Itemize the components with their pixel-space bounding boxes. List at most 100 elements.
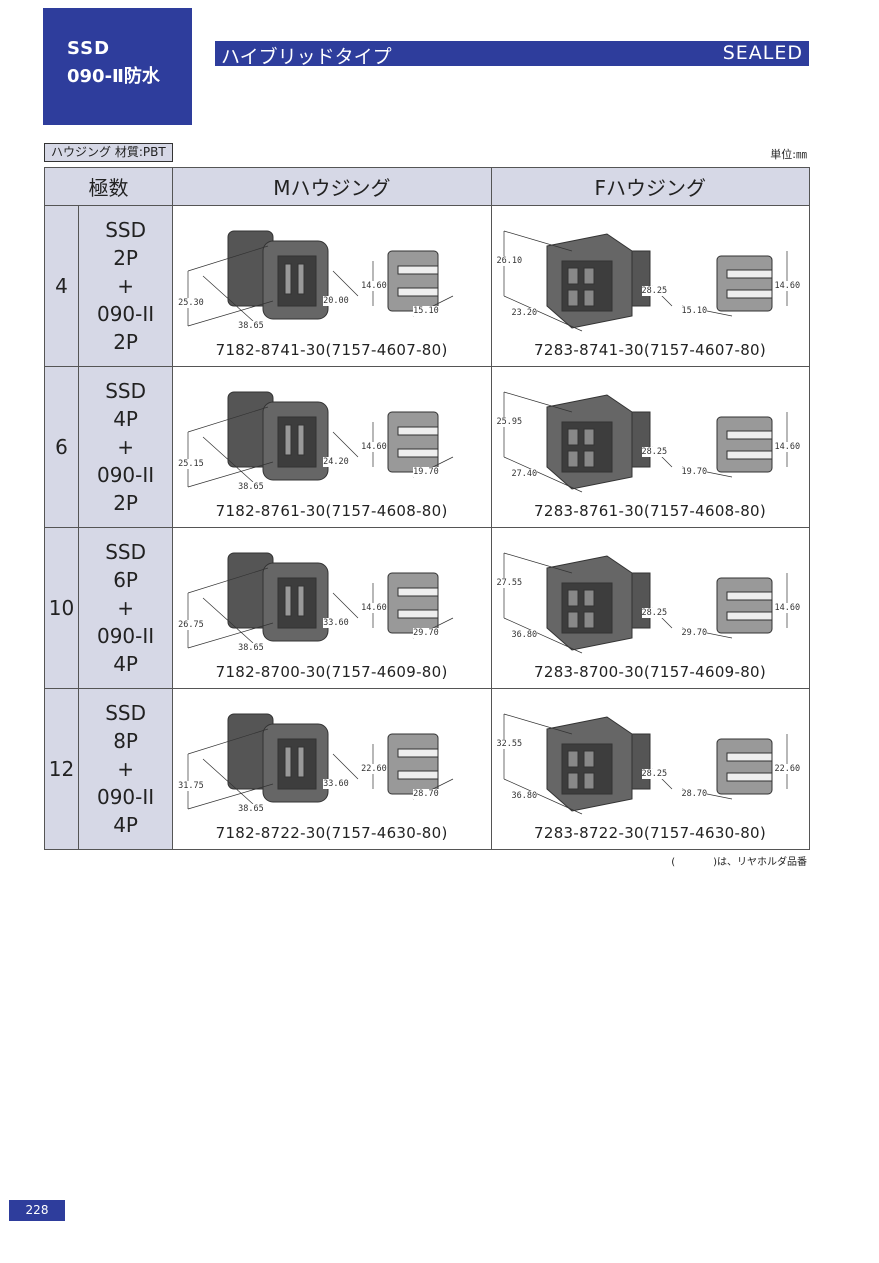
pole-count: 10 (43, 527, 80, 689)
title-bar: ハイブリッドタイプ SEALED (215, 41, 809, 68)
dimension-label: 28.25 (641, 447, 668, 457)
dimension-label: 33.60 (323, 779, 349, 789)
dimension-label: 14.60 (361, 281, 387, 291)
part-number: 7283-8741-30(7157-4607-80) (534, 341, 767, 359)
series-name-line: SSD (105, 218, 146, 242)
dimension-label: 24.20 (323, 457, 349, 467)
dimension-label: 25.95 (496, 417, 523, 427)
part-number: 7283-8761-30(7157-4608-80) (534, 502, 767, 520)
series-name-line: 8P (113, 729, 138, 753)
dimension-label: 23.20 (511, 308, 538, 318)
dimension-label: 26.75 (178, 620, 204, 630)
f-housing-cell: 27.55 36.80 28.25 29.70 14.60 7283-8700-30(71… (490, 527, 811, 689)
header-m-housing: Mハウジング (172, 167, 492, 206)
series-name: SSD 2P +090-II 2P (78, 205, 174, 367)
series-name-line: SSD (105, 379, 146, 403)
series-name-line: 2P (113, 491, 138, 515)
m-housing-cell: 31.75 38.65 33.60 22.60 28.70 7182-8722-30(71… (172, 688, 492, 850)
series-name-line: 6P (113, 568, 138, 592)
dimension-label: 19.70 (413, 467, 439, 477)
dimension-label: 38.65 (238, 321, 264, 331)
series-badge: SSD 090-Ⅱ防水 (43, 8, 192, 125)
badge-line2: 090-Ⅱ防水 (67, 66, 160, 87)
series-name-line: 4P (113, 813, 138, 837)
pole-count: 6 (43, 366, 80, 528)
series-name-line: 090-II (96, 785, 155, 809)
footnote-paren: ( (671, 857, 676, 868)
dimension-label: 33.60 (323, 618, 349, 628)
material-label: ハウジング 材質:PBT (44, 143, 173, 162)
dimension-label: 31.75 (178, 781, 204, 791)
dimension-label: 28.70 (413, 789, 439, 799)
pole-count: 4 (43, 205, 80, 367)
header-f-housing: Fハウジング (490, 167, 811, 206)
m-housing-drawing (187, 713, 454, 810)
part-number: 7283-8700-30(7157-4609-80) (534, 663, 767, 681)
footnote: ()は、リヤホルダ品番 (671, 853, 807, 868)
series-name-line: 090-II (96, 302, 155, 326)
dimension-label: 14.60 (774, 442, 801, 452)
dimension-label: 38.65 (238, 804, 264, 814)
part-number: 7182-8700-30(7157-4609-80) (215, 663, 448, 681)
series-name-line: + (117, 435, 134, 459)
f-housing-drawing (503, 713, 787, 815)
m-housing-drawing (187, 230, 454, 327)
dimension-label: 22.60 (361, 764, 387, 774)
dimension-label: 15.10 (413, 306, 439, 316)
dimension-label: 26.10 (496, 256, 523, 266)
dimension-label: 36.80 (511, 791, 538, 801)
dimension-label: 22.60 (774, 764, 801, 774)
housing-table: 極数 Mハウジング Fハウジング 4 SSD 2P +090-II 2P 25.30 3… (43, 167, 811, 850)
dimension-label: 14.60 (774, 281, 801, 291)
series-name-line: 2P (113, 246, 138, 270)
part-number: 7182-8722-30(7157-4630-80) (215, 824, 448, 842)
series-name-line: 090-II (96, 624, 155, 648)
title-en: SEALED (722, 42, 803, 64)
m-housing-drawing (187, 552, 454, 649)
series-name-line: 4P (113, 652, 138, 676)
badge-line1: SSD (67, 38, 111, 59)
dimension-label: 28.70 (681, 789, 708, 799)
series-name-line: 2P (113, 330, 138, 354)
table-row: 6 SSD 4P +090-II 2P 25.15 38.65 24.20 14.60 19.… (43, 366, 811, 528)
dimension-label: 32.55 (496, 739, 523, 749)
pole-count: 12 (43, 688, 80, 850)
header-poles: 極数 (43, 167, 174, 206)
dimension-label: 29.70 (413, 628, 439, 638)
series-name-line: SSD (105, 540, 146, 564)
part-number: 7182-8761-30(7157-4608-80) (215, 502, 448, 520)
dimension-label: 27.40 (511, 469, 538, 479)
dimension-label: 29.70 (681, 628, 708, 638)
part-number: 7182-8741-30(7157-4607-80) (215, 341, 448, 359)
dimension-label: 28.25 (641, 769, 668, 779)
series-name-line: 4P (113, 407, 138, 431)
title-jp: ハイブリッドタイプ (221, 46, 392, 68)
m-housing-cell: 25.15 38.65 24.20 14.60 19.70 7182-8761-30(71… (172, 366, 492, 528)
dimension-label: 28.25 (641, 608, 668, 618)
dimension-label: 25.15 (178, 459, 204, 469)
dimension-label: 38.65 (238, 482, 264, 492)
dimension-label: 25.30 (178, 298, 204, 308)
series-name-line: + (117, 596, 134, 620)
dimension-label: 27.55 (496, 578, 523, 588)
dimension-label: 14.60 (774, 603, 801, 613)
page-number: 228 (9, 1200, 65, 1221)
f-housing-cell: 25.95 27.40 28.25 19.70 14.60 7283-8761-30(71… (490, 366, 811, 528)
series-name: SSD 4P +090-II 2P (78, 366, 174, 528)
m-housing-drawing (187, 391, 454, 488)
dimension-label: 14.60 (361, 442, 387, 452)
dimension-label: 14.60 (361, 603, 387, 613)
series-name-line: 090-II (96, 463, 155, 487)
dimension-label: 36.80 (511, 630, 538, 640)
series-name-line: + (117, 757, 134, 781)
dimension-label: 19.70 (681, 467, 708, 477)
series-name-line: + (117, 274, 134, 298)
unit-label: 単位:㎜ (770, 148, 807, 161)
dimension-label: 28.25 (641, 286, 668, 296)
